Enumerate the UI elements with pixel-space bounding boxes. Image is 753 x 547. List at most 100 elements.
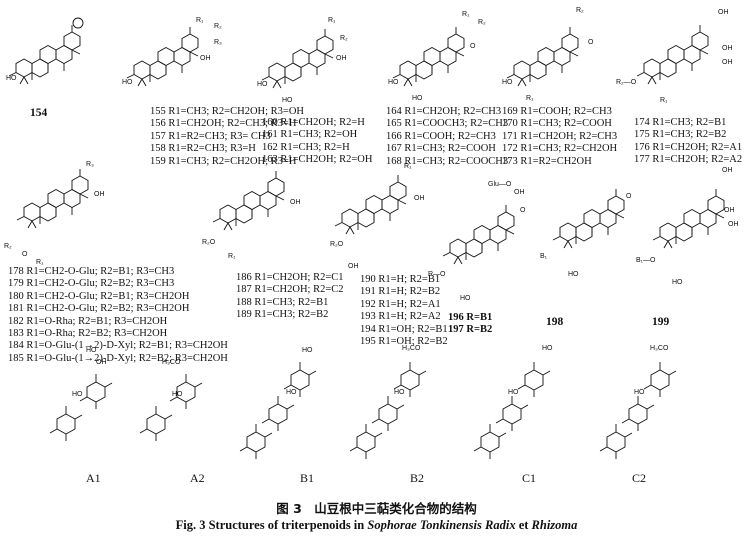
svg-text:H₃CO: H₃CO	[162, 359, 181, 366]
compound-156: 156 R1=CH2OH; R2=CH3; R3=H	[150, 118, 297, 130]
svg-text:O: O	[626, 193, 632, 200]
svg-text:HO: HO	[502, 79, 513, 86]
compound-180: 180 R1=CH2-O-Glu; R2=B1; R3=CH2OH	[8, 290, 190, 302]
svg-text:R₂: R₂	[340, 35, 348, 42]
compound-175: 175 R1=CH3; R2=B2	[634, 129, 727, 141]
svg-text:HO: HO	[302, 347, 313, 354]
svg-text:R₁: R₁	[404, 163, 412, 170]
svg-text:HO: HO	[634, 389, 645, 396]
svg-text:OH: OH	[722, 167, 733, 174]
compound-169: 169 R1=COOH; R2=CH3	[502, 106, 612, 117]
sugar-label-b2: B2	[410, 471, 425, 485]
svg-text:HO: HO	[394, 389, 405, 396]
caption-prefix: Fig. 3 Structures of triterpenoids in	[175, 518, 368, 532]
sugar-label-c1: C1	[522, 471, 537, 485]
compound-183: 183 R1=O-Rha; R2=B2; R3=CH2OH	[8, 328, 168, 340]
figure-caption-english: Fig. 3 Structures of triterpenoids in So…	[0, 518, 753, 533]
svg-text:R₂: R₂	[4, 243, 12, 250]
compound-191: 191 R1=H; R2=B2	[360, 286, 441, 298]
svg-text:HO: HO	[282, 97, 293, 104]
caption-mid: et	[515, 518, 532, 532]
svg-text:OH: OH	[724, 207, 735, 214]
svg-text:OH: OH	[290, 199, 301, 206]
svg-text:R₁: R₁	[462, 11, 470, 18]
svg-text:R₁: R₁	[526, 95, 534, 102]
svg-text:R₃: R₃	[214, 39, 222, 46]
compound-188: 188 R1=CH3; R2=B1	[236, 296, 329, 308]
svg-text:HO: HO	[388, 79, 399, 86]
compound-192: 192 R1=H; R2=A1	[360, 298, 441, 310]
compound-173: 173 R1=R2=CH2OH	[502, 155, 592, 167]
caption-italic-1: Sophorae Tonkinensis Radix	[367, 518, 516, 532]
svg-text:OH: OH	[722, 45, 733, 52]
svg-text:HO: HO	[286, 389, 297, 396]
svg-text:R₂—O: R₂—O	[616, 79, 637, 86]
compound-176: 176 R1=CH2OH; R2=A1	[634, 141, 743, 153]
svg-text:R₁: R₁	[196, 17, 204, 24]
compound-193: 193 R1=H; R2=A2	[360, 311, 441, 323]
svg-text:R₂O: R₂O	[330, 241, 344, 248]
svg-text:H₃CO: H₃CO	[402, 345, 421, 352]
compound-198-label: 198	[546, 316, 564, 328]
svg-text:HO: HO	[257, 81, 268, 88]
svg-text:OH: OH	[96, 359, 107, 366]
svg-text:R₃: R₃	[86, 161, 94, 168]
group-155-159: 155 R1=CH3; R2=CH2OH; R3=OH 156 R1=CH2OH…	[150, 106, 304, 168]
svg-text:R₂O: R₂O	[202, 239, 216, 246]
svg-text:R—O: R—O	[428, 271, 446, 278]
compound-190: 190 R1=H; R2=B1	[360, 274, 441, 285]
compound-178: 178 R1=CH2-O-Glu; R2=B1; R3=CH3	[8, 266, 175, 277]
group-196-197: 196 R=B1 197 R=B2	[448, 312, 492, 337]
compound-184: 184 R1=O-Glu-(1→2)-D-Xyl; R2=B1; R3=CH2O…	[8, 340, 228, 352]
compound-185: 185 R1=O-Glu-(1→2)-D-Xyl; R2=B2; R3=CH2O…	[8, 352, 228, 364]
svg-text:OH: OH	[414, 195, 425, 202]
compound-167: 167 R1=CH3; R2=COOH	[386, 143, 496, 155]
svg-text:OH: OH	[200, 55, 211, 62]
sugar-label-c2: C2	[632, 471, 647, 485]
compound-168: 168 R1=CH3; R2=COOCH3	[386, 155, 509, 167]
group-174-177: 174 R1=CH3; R2=B1 175 R1=CH3; R2=B2 176 …	[634, 117, 742, 167]
svg-text:H₃CO: H₃CO	[650, 345, 669, 352]
compound-187: 187 R1=CH2OH; R2=C2	[236, 284, 344, 296]
sugar-label-a1: A1	[86, 471, 101, 485]
group-169-173: 169 R1=COOH; R2=CH3 170 R1=CH3; R2=COOH …	[502, 106, 617, 168]
compound-182: 182 R1=O-Rha; R2=B1; R3=CH2OH	[8, 315, 168, 327]
svg-text:R₁: R₁	[36, 259, 44, 266]
group-178-185: 178 R1=CH2-O-Glu; R2=B1; R3=CH3 179 R1=C…	[8, 266, 228, 365]
compound-195: 195 R1=OH; R2=B2	[360, 336, 448, 348]
svg-text:HO: HO	[460, 295, 471, 302]
compound-161: 161 R1=CH3; R2=OH	[262, 129, 358, 141]
svg-text:R₂: R₂	[478, 19, 486, 26]
compound-196: 196 R=B1	[448, 312, 493, 323]
compound-155: 155 R1=CH3; R2=CH2OH; R3=OH	[150, 106, 304, 117]
svg-text:OH: OH	[336, 55, 347, 62]
compound-164: 164 R1=CH2OH; R2=CH3	[386, 106, 502, 117]
svg-text:OH: OH	[514, 189, 525, 196]
svg-text:R₂: R₂	[214, 23, 222, 30]
compound-171: 171 R1=CH2OH; R2=CH3	[502, 130, 618, 142]
compound-163: 163 R1=CH2OH; R2=OH	[262, 154, 373, 166]
svg-text:HO: HO	[542, 345, 553, 352]
compound-177: 177 R1=CH2OH; R2=A2	[634, 154, 743, 166]
compound-157: 157 R1=R2=CH3; R3= CH3	[150, 130, 271, 142]
svg-text:O: O	[588, 39, 594, 46]
svg-text:HO: HO	[6, 75, 17, 82]
compound-160: 160 R1=CH2OH; R2=H	[262, 117, 365, 128]
svg-text:HO: HO	[122, 79, 133, 86]
compound-181: 181 R1=CH2-O-Glu; R2=B2; R3=CH2OH	[8, 303, 190, 315]
svg-text:O: O	[470, 43, 476, 50]
svg-text:OH: OH	[94, 191, 105, 198]
svg-text:OH: OH	[348, 263, 359, 270]
compound-199-label: 199	[652, 316, 670, 328]
figure-caption-chinese: 图 3 山豆根中三萜类化合物的结构	[276, 501, 477, 516]
compound-158: 158 R1=R2=CH3; R3=H	[150, 143, 256, 155]
compound-162: 162 R1=CH3; R2=H	[262, 141, 350, 153]
compound-172: 172 R1=CH3; R2=CH2OH	[502, 143, 618, 155]
svg-text:HO: HO	[568, 271, 579, 278]
svg-text:R₁: R₁	[328, 17, 336, 24]
svg-text:OH: OH	[718, 9, 729, 16]
svg-text:B₁: B₁	[540, 253, 548, 260]
group-164-168: 164 R1=CH2OH; R2=CH3 165 R1=COOCH3; R2=C…	[386, 106, 508, 168]
svg-text:B₁—O: B₁—O	[636, 257, 656, 264]
